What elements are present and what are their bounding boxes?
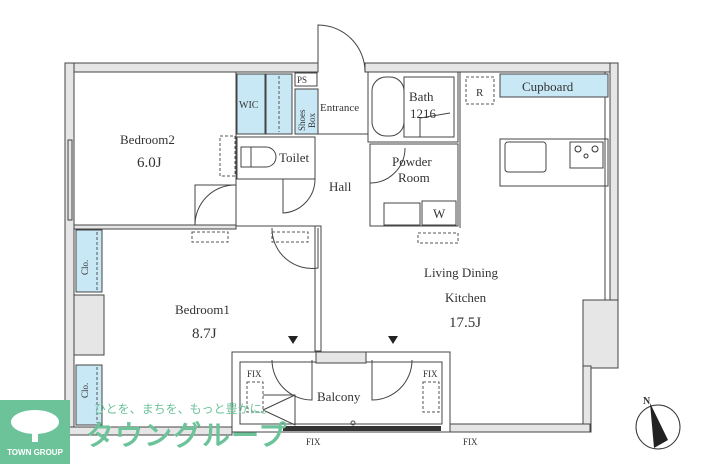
- powder-label-2: Room: [398, 170, 430, 185]
- wic-area: [236, 73, 266, 135]
- powder-door: [369, 147, 406, 184]
- shoes-box: [294, 88, 319, 135]
- balcony-door-left: [271, 359, 313, 401]
- cupboard-label: Cupboard: [522, 79, 574, 94]
- bath-room: [367, 71, 459, 143]
- fix-label: FIX: [423, 369, 438, 379]
- kitchen-counter: [499, 138, 609, 187]
- bedroom2-room: [73, 71, 237, 226]
- bedroom2-size: 6.0J: [137, 155, 162, 171]
- fix-label: FIX: [247, 369, 262, 379]
- bedroom2-door: [194, 184, 237, 226]
- logo-brand: タウングループ: [86, 419, 288, 452]
- stove-icon: [574, 145, 599, 159]
- logo-company: TOWN GROUP: [7, 448, 63, 457]
- bedroom1-label: Bedroom1: [175, 302, 230, 317]
- box-label: Box: [307, 112, 317, 128]
- hall-label: Hall: [329, 179, 352, 194]
- wic-label: WIC: [239, 100, 259, 111]
- toilet-door: [282, 178, 316, 214]
- town-group-logo: TOWN GROUP: [0, 400, 70, 464]
- kitchen-sink-icon: [504, 141, 547, 173]
- compass-icon: [635, 403, 681, 450]
- washer-space: [421, 200, 457, 226]
- closet-label: Clo.: [80, 260, 90, 275]
- bedroom2-label: Bedroom2: [120, 132, 175, 147]
- drain-icon: [350, 420, 356, 426]
- toilet-label: Toilet: [279, 150, 310, 165]
- toilet-room: [236, 136, 316, 180]
- closet-2: [75, 364, 103, 426]
- washer-label: W: [433, 206, 446, 221]
- refrigerator-label: R: [476, 87, 484, 99]
- ps-label: PS: [297, 75, 307, 85]
- powder-label-1: Powder: [392, 154, 432, 169]
- compass-north-label: N: [643, 396, 651, 407]
- fix-label: FIX: [306, 437, 321, 447]
- window: [67, 139, 73, 221]
- outer-walls: [64, 62, 619, 436]
- ps-box: [294, 72, 318, 87]
- entry-arrow-icon: [288, 336, 298, 344]
- closet-label: Clo.: [80, 383, 90, 398]
- logo-slogan: ひとを、まちを、もっと豊かに。: [94, 402, 274, 416]
- ldk-size: 17.5J: [449, 315, 481, 331]
- entry-arrow-icon: [388, 336, 398, 344]
- bedroom1-door: [271, 227, 319, 269]
- bath-door: [419, 112, 451, 137]
- shoes-label: Shoes: [297, 109, 307, 131]
- fix-label: FIX: [463, 437, 478, 447]
- bath-size: 1216: [410, 106, 437, 121]
- refrigerator-space: [465, 76, 495, 105]
- powder-room: [369, 143, 459, 227]
- bathtub-icon: [371, 76, 405, 137]
- ldk-label-2: Kitchen: [445, 290, 487, 305]
- entrance-door: [317, 24, 366, 73]
- toilet-icon: [240, 146, 277, 168]
- balcony-label: Balcony: [317, 389, 361, 404]
- ldk-label-1: Living Dining: [424, 265, 499, 280]
- bath-label: Bath: [409, 89, 434, 104]
- balcony-door-right: [371, 359, 413, 401]
- bedroom1-size: 8.7J: [192, 326, 217, 342]
- tree-icon: [11, 410, 59, 442]
- vent-outline: [191, 231, 229, 243]
- cupboard: [499, 73, 609, 98]
- closet-1: [75, 229, 103, 293]
- sink-icon: [383, 202, 421, 226]
- entrance-label: Entrance: [320, 102, 359, 114]
- closet-outline: [219, 135, 236, 177]
